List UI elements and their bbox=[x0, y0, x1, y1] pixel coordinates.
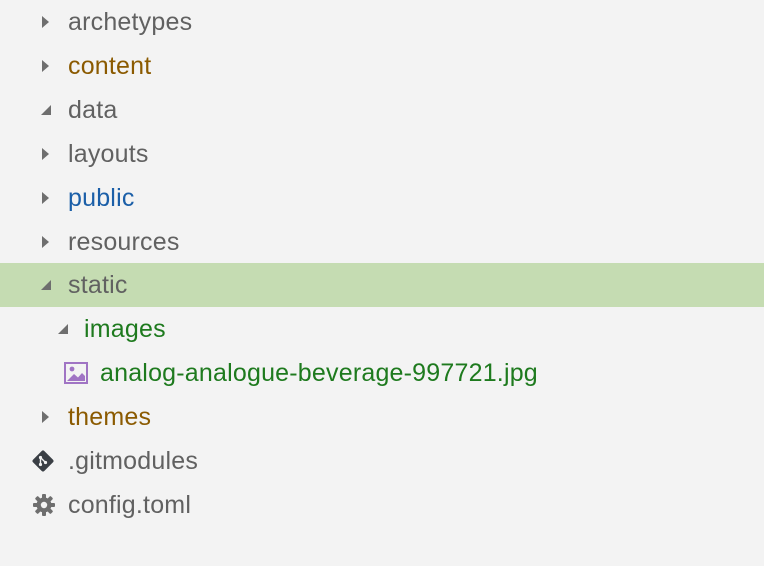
tree-item-images[interactable]: images bbox=[0, 307, 764, 351]
tree-item-resources[interactable]: resources bbox=[0, 220, 764, 264]
image-file-icon bbox=[64, 362, 88, 389]
tree-item-gitmodules[interactable]: .gitmodules bbox=[0, 439, 764, 483]
tree-item-label: images bbox=[84, 315, 166, 343]
chevron-right-icon[interactable] bbox=[42, 236, 49, 248]
tree-item-label: themes bbox=[68, 403, 152, 431]
chevron-down-icon[interactable] bbox=[58, 324, 68, 334]
tree-item-public[interactable]: public bbox=[0, 176, 764, 220]
chevron-right-icon[interactable] bbox=[42, 60, 49, 72]
chevron-down-icon[interactable] bbox=[41, 280, 51, 290]
tree-item-data[interactable]: data bbox=[0, 88, 764, 132]
tree-item-label: static bbox=[68, 271, 128, 299]
tree-item-label: analog-analogue-beverage-997721.jpg bbox=[100, 359, 538, 387]
tree-item-label: archetypes bbox=[68, 8, 193, 36]
chevron-right-icon[interactable] bbox=[42, 411, 49, 423]
tree-item-archetypes[interactable]: archetypes bbox=[0, 0, 764, 44]
tree-item-label: public bbox=[68, 184, 135, 212]
tree-item-label: config.toml bbox=[68, 491, 192, 519]
tree-item-label: resources bbox=[68, 228, 180, 256]
chevron-right-icon[interactable] bbox=[42, 192, 49, 204]
tree-item-themes[interactable]: themes bbox=[0, 395, 764, 439]
tree-item-config-toml[interactable]: config.toml bbox=[0, 483, 764, 527]
tree-item-static[interactable]: static bbox=[0, 263, 764, 307]
tree-item-image-file[interactable]: analog-analogue-beverage-997721.jpg bbox=[0, 351, 764, 395]
tree-item-label: content bbox=[68, 52, 152, 80]
tree-item-label: layouts bbox=[68, 140, 149, 168]
gear-icon bbox=[32, 493, 56, 522]
chevron-right-icon[interactable] bbox=[42, 148, 49, 160]
tree-item-label: data bbox=[68, 96, 118, 124]
tree-item-label: .gitmodules bbox=[68, 447, 199, 475]
chevron-down-icon[interactable] bbox=[41, 105, 51, 115]
chevron-right-icon[interactable] bbox=[42, 16, 49, 28]
tree-item-layouts[interactable]: layouts bbox=[0, 132, 764, 176]
tree-item-content[interactable]: content bbox=[0, 44, 764, 88]
git-file-icon bbox=[31, 449, 55, 478]
